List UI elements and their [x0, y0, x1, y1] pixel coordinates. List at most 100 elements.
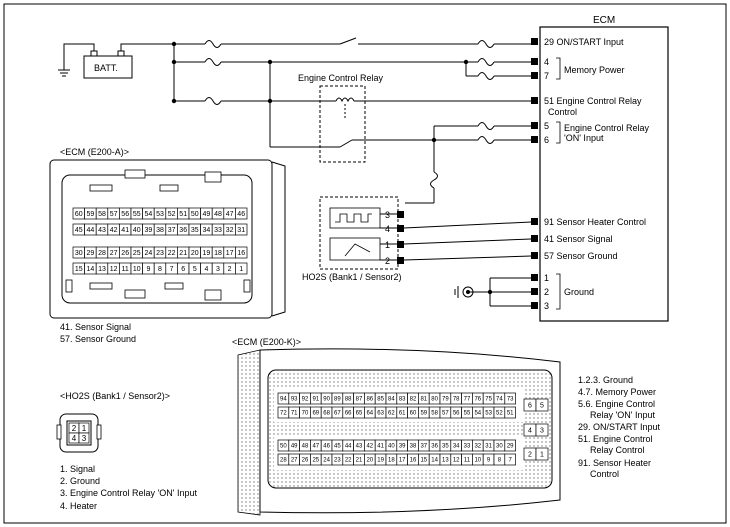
connector-k-side-pin: 1 [535, 447, 549, 461]
svg-text:62: 62 [388, 411, 395, 417]
ecm-pin-1: 1 [544, 273, 549, 283]
connector-k-pin: 28 [277, 453, 290, 466]
svg-text:13: 13 [98, 266, 106, 273]
connector-k-pin: 22 [342, 453, 354, 466]
svg-text:15: 15 [75, 266, 83, 273]
connector-k-pin: 84 [385, 392, 398, 405]
ecm-pin-4: 4 [544, 57, 549, 67]
svg-text:14: 14 [87, 266, 95, 273]
svg-text:56: 56 [121, 211, 129, 218]
connector-a-title: <ECM (E200-A)> [60, 147, 129, 157]
connector-k-pin: 10 [472, 453, 484, 466]
svg-text:93: 93 [291, 397, 298, 403]
connector-a-pin: 60 [72, 207, 85, 220]
connector-k-pin: 30 [493, 439, 506, 452]
connector-ho2s-legend-3: 3. Engine Control Relay 'ON' Input [60, 488, 198, 498]
connector-a-pin: 8 [153, 262, 167, 275]
connector-k-legend-9: Control [590, 469, 619, 479]
connector-k-pin: 41 [374, 439, 387, 452]
connector-k-pin: 93 [288, 392, 300, 405]
svg-text:36: 36 [179, 227, 187, 234]
svg-text:47: 47 [226, 211, 234, 218]
connector-a-pin: 56 [119, 207, 132, 220]
connector-a-pin: 58 [95, 207, 109, 220]
svg-text:25: 25 [312, 458, 319, 464]
svg-text:29: 29 [87, 250, 95, 257]
memory-bracket [556, 57, 561, 80]
connector-k-pin: 45 [331, 439, 344, 452]
svg-text:50: 50 [191, 211, 199, 218]
connector-a-pin: 39 [142, 223, 155, 236]
connector-k-pin: 53 [482, 406, 495, 419]
svg-text:78: 78 [453, 397, 460, 403]
connector-a-pin: 35 [188, 223, 201, 236]
connector-a-pin: 54 [142, 207, 155, 220]
connector-a-pin: 19 [200, 246, 213, 259]
svg-text:22: 22 [168, 250, 176, 257]
connector-a-pin: 45 [72, 223, 85, 236]
connector-k-pin: 94 [277, 392, 290, 405]
connector-a-pin: 5 [188, 262, 201, 275]
connector-a-pin: 10 [130, 262, 143, 275]
svg-text:49: 49 [203, 211, 211, 218]
battery-label: BATT. [94, 63, 118, 73]
svg-text:60: 60 [75, 211, 83, 218]
connector-k-pin: 63 [374, 406, 387, 419]
svg-text:48: 48 [214, 211, 222, 218]
connector-k-pin: 35 [439, 439, 452, 452]
battery: BATT. [58, 43, 174, 79]
connector-k-side-pin: 2 [523, 447, 537, 461]
connector-a-pin: 14 [84, 262, 97, 275]
svg-text:39: 39 [399, 444, 406, 450]
svg-text:4: 4 [204, 266, 208, 273]
connector-k-title: <ECM (E200-K)> [232, 337, 301, 347]
svg-text:21: 21 [356, 458, 363, 464]
svg-text:65: 65 [356, 411, 363, 417]
svg-text:34: 34 [453, 444, 460, 450]
connector-a-pin: 57 [107, 207, 120, 220]
svg-text:58: 58 [98, 211, 106, 218]
connector-k-legend-3: 5.6. Engine Control [578, 399, 655, 409]
connector-a-pin: 38 [153, 223, 167, 236]
svg-text:55: 55 [464, 411, 471, 417]
connector-k-pin: 59 [418, 406, 430, 419]
svg-text:3: 3 [82, 434, 87, 443]
svg-text:24: 24 [323, 458, 330, 464]
battery-box [83, 55, 133, 79]
connector-k-pin: 83 [396, 392, 408, 405]
svg-text:9: 9 [146, 266, 150, 273]
connector-k-pin: 51 [504, 406, 516, 419]
connector-k-pin: 13 [439, 453, 452, 466]
svg-text:68: 68 [323, 411, 330, 417]
connector-a-legend-2: 57. Sensor Ground [60, 334, 136, 344]
connector-k-pin: 85 [374, 392, 387, 405]
connector-k-pin: 60 [407, 406, 419, 419]
svg-text:41: 41 [121, 227, 129, 234]
connector-k-pin: 36 [428, 439, 441, 452]
connector-k-pin: 92 [299, 392, 311, 405]
svg-text:69: 69 [312, 411, 319, 417]
engine-control-relay: Engine Control Relay [298, 73, 384, 163]
relay-title: Engine Control Relay [298, 73, 384, 83]
svg-text:2: 2 [228, 266, 232, 273]
svg-text:51: 51 [507, 411, 514, 417]
svg-text:44: 44 [345, 444, 352, 450]
connector-a-pin: 15 [72, 262, 85, 275]
connector-a-pin: 40 [130, 223, 143, 236]
connector-k-pin: 69 [310, 406, 322, 419]
svg-text:26: 26 [121, 250, 129, 257]
svg-text:1: 1 [239, 266, 243, 273]
svg-text:16: 16 [237, 250, 245, 257]
connector-a-pin: 27 [107, 246, 120, 259]
svg-text:94: 94 [280, 397, 287, 403]
connector-k-pin: 19 [374, 453, 387, 466]
connector-a-pin: 48 [211, 207, 225, 220]
connector-k-pin: 24 [320, 453, 333, 466]
svg-text:51: 51 [179, 211, 187, 218]
svg-text:1: 1 [540, 452, 544, 459]
svg-text:32: 32 [226, 227, 234, 234]
svg-text:23: 23 [334, 458, 341, 464]
ecm-pin-2: 2 [544, 287, 549, 297]
connector-a-pin: 4 [200, 262, 213, 275]
svg-text:54: 54 [474, 411, 481, 417]
